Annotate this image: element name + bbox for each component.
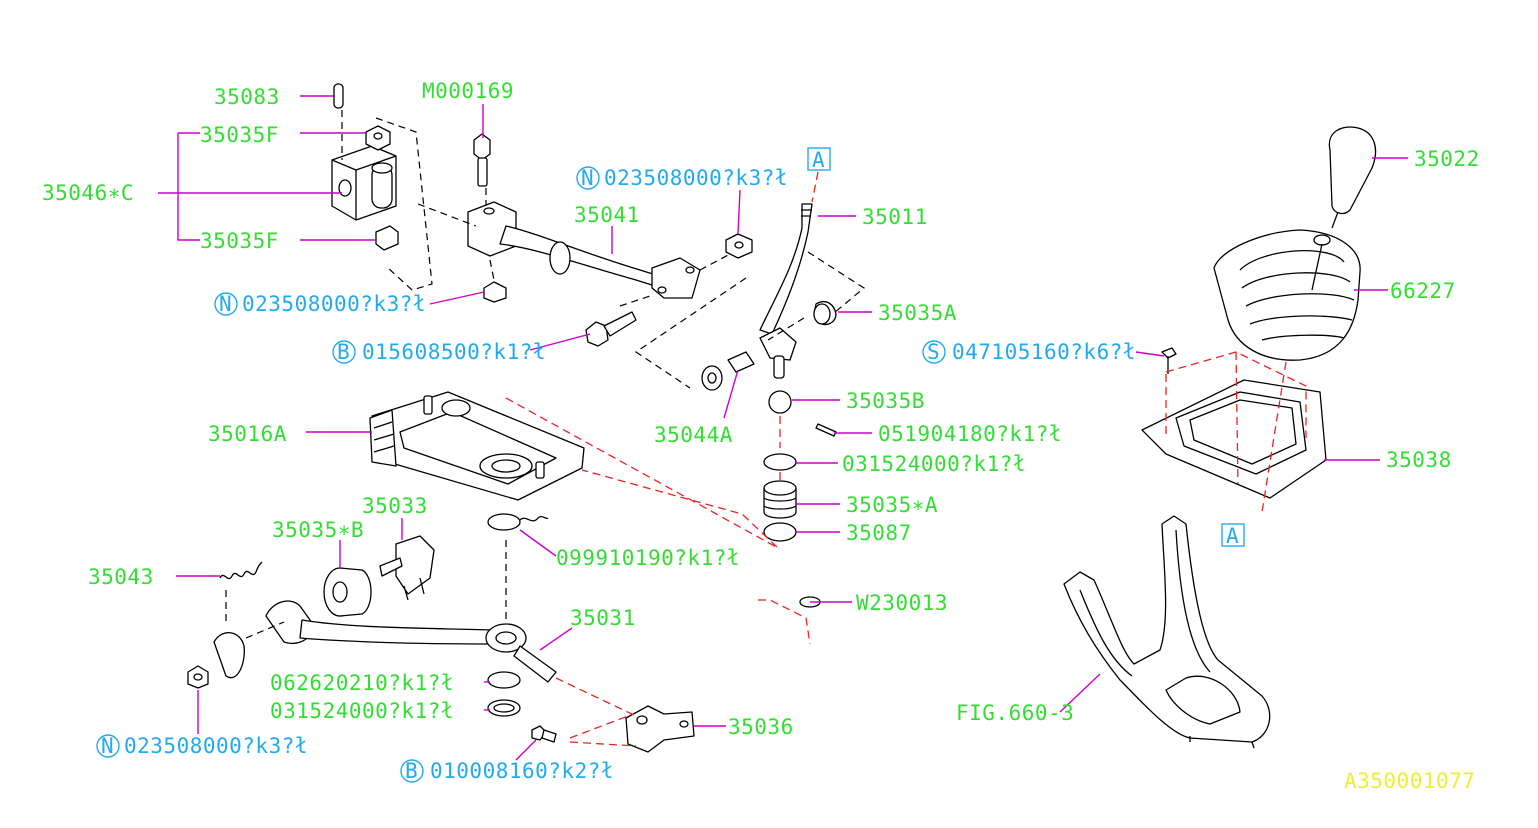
label-35031: 35031 xyxy=(570,606,636,630)
label-35011: 35011 xyxy=(862,205,928,229)
label-031524000-upper: 031524000?k1?ł xyxy=(842,452,1026,476)
spring-35043-drawing xyxy=(219,561,263,624)
screw-prefix: S xyxy=(927,340,940,364)
box-a-bottom-text: A xyxy=(1226,524,1239,548)
bushing-35035b-star-drawing xyxy=(323,567,372,617)
bracket-35036-drawing xyxy=(555,677,695,753)
label-box-a-top: A xyxy=(807,147,831,203)
label-m000169: M000169 xyxy=(422,79,514,103)
label-062620210: 062620210?k1?ł xyxy=(270,671,454,695)
bolt-015608500-drawing xyxy=(585,311,637,347)
rod-35041-drawing xyxy=(417,201,731,307)
label-fig660-3: FIG.660-3 xyxy=(956,701,1074,725)
clip-099910190-drawing xyxy=(487,513,549,531)
washer-w230013-drawing xyxy=(758,596,821,645)
bushing-35044a-drawing xyxy=(701,351,755,391)
label-031524000-lower: 031524000?k1?ł xyxy=(270,699,454,723)
label-35038: 35038 xyxy=(1386,448,1452,472)
bolt-bottom-prefix: B xyxy=(405,759,418,783)
label-099910190: 099910190?k1?ł xyxy=(556,546,740,570)
boot-66227-drawing xyxy=(1213,229,1361,361)
label-35035b-star: 35035∗B xyxy=(272,518,364,542)
label-35046c: 35046∗C xyxy=(42,181,134,205)
label-bolt-bottom: B 010008160?k2?ł xyxy=(400,759,614,783)
label-35044a: 35044A xyxy=(654,423,733,447)
label-35083: 35083 xyxy=(214,85,280,109)
label-35022: 35022 xyxy=(1414,147,1480,171)
ring-washer-drawing xyxy=(487,671,521,717)
lever-35011-drawing xyxy=(634,203,866,389)
pin-35083-drawing xyxy=(333,83,344,109)
label-box-a-bottom: A xyxy=(1221,523,1245,548)
bracket-fig660-3-drawing xyxy=(1063,515,1271,749)
nut-top-number: 023508000?k3?ł xyxy=(604,166,788,190)
nut-bottom-number: 023508000?k3?ł xyxy=(124,734,308,758)
screw-number: 047105160?k6?ł xyxy=(952,340,1136,364)
label-051904180: 051904180?k1?ł xyxy=(878,422,1062,446)
nut-bottom-prefix: N xyxy=(101,734,114,758)
label-35035f-top: 35035F xyxy=(200,123,279,147)
label-w230013: W230013 xyxy=(856,591,948,615)
nut-023508000-mid-drawing xyxy=(483,281,507,303)
nut-mid-prefix: N xyxy=(219,292,232,316)
label-nut-bottom: N 023508000?k3?ł xyxy=(96,734,308,758)
nut-023508000-top-drawing xyxy=(725,233,753,259)
label-35035a-star: 35035∗A xyxy=(846,493,938,517)
label-35043: 35043 xyxy=(88,565,154,589)
bolt-mid-number: 015608500?k1?ł xyxy=(362,340,546,364)
box-a-top-text: A xyxy=(812,148,825,172)
label-35035f-bottom: 35035F xyxy=(200,229,279,253)
plate-35038-drawing xyxy=(1141,347,1327,513)
nut-top-prefix: N xyxy=(581,166,594,190)
label-35035a: 35035A xyxy=(878,301,957,325)
label-35041: 35041 xyxy=(574,203,640,227)
label-66227: 66227 xyxy=(1390,279,1456,303)
knob-35022-drawing xyxy=(1328,126,1377,229)
nut-mid-number: 023508000?k3?ł xyxy=(242,292,426,316)
label-35087: 35087 xyxy=(846,521,912,545)
leader-lines xyxy=(158,95,1408,761)
nut-023508000-bottom-drawing xyxy=(187,665,209,689)
bracket-35046c-drawing xyxy=(331,110,433,291)
label-35036: 35036 xyxy=(728,715,794,739)
ball-35035b-drawing xyxy=(768,390,837,448)
bolt-mid-prefix: B xyxy=(337,340,350,364)
bolt-bottom-number: 010008160?k2?ł xyxy=(430,759,614,783)
label-bolt-mid: B 015608500?k1?ł xyxy=(332,340,546,364)
label-35035b: 35035B xyxy=(846,389,925,413)
rod-35031-drawing xyxy=(213,540,557,683)
washer-stack-drawing xyxy=(763,453,797,542)
label-nut-mid: N 023508000?k3?ł xyxy=(214,292,426,316)
bolt-m000169-drawing xyxy=(473,133,491,206)
label-35033: 35033 xyxy=(362,494,428,518)
reference-code: A350001077 xyxy=(1344,769,1475,793)
bushing-35035a-drawing xyxy=(813,300,837,326)
switch-35033-drawing xyxy=(379,535,435,601)
label-screw: S 047105160?k6?ł xyxy=(922,340,1136,364)
bolt-010008160-drawing xyxy=(531,725,557,743)
label-35016a: 35016A xyxy=(208,422,287,446)
label-nut-top: N 023508000?k3?ł xyxy=(576,166,788,190)
housing-35016a-drawing xyxy=(369,391,779,549)
